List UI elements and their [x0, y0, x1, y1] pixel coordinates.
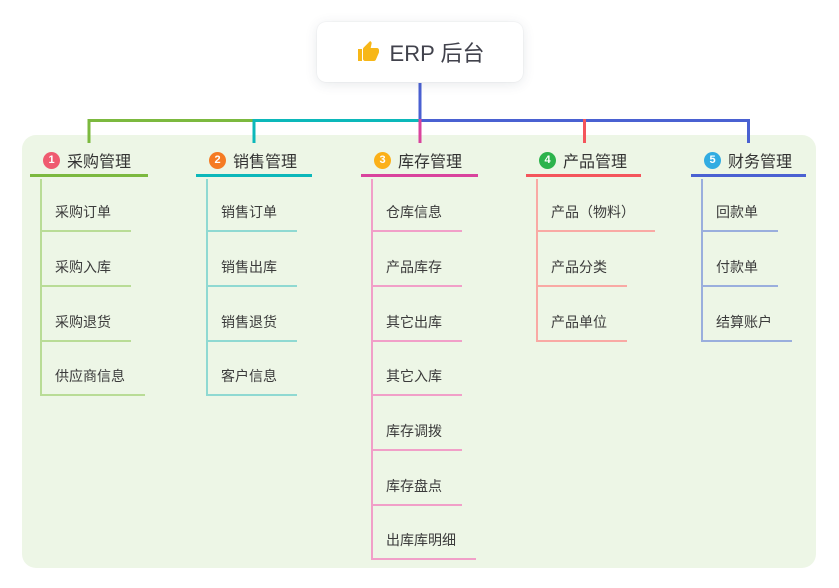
branch-purchase: 1 采购管理 采购订单 采购入库 采购退货 供应商信息 [30, 0, 148, 588]
branch-header-product[interactable]: 4 产品管理 [526, 146, 641, 177]
child-node[interactable]: 销售出库 [206, 253, 297, 287]
child-node[interactable]: 出库库明细 [371, 526, 476, 560]
branch-children-connector [536, 179, 538, 342]
child-node-label: 产品单位 [551, 314, 607, 330]
child-node[interactable]: 销售退货 [206, 308, 297, 342]
branch-number-badge: 3 [374, 151, 391, 169]
branch-number-badge: 5 [704, 151, 721, 169]
thumbs-up-icon [357, 41, 379, 61]
child-node-label: 出库库明细 [386, 532, 456, 548]
branch-number-badge: 4 [539, 151, 556, 169]
child-node-label: 库存盘点 [386, 478, 442, 494]
child-node-label: 采购订单 [55, 204, 111, 220]
root-node-label: ERP 后台 [389, 41, 485, 66]
branch-number-badge: 2 [209, 151, 226, 169]
child-node-label: 销售退货 [221, 314, 277, 330]
child-node[interactable]: 其它入库 [371, 362, 462, 396]
branch-product: 4 产品管理 产品（物料） 产品分类 产品单位 [526, 0, 655, 588]
child-node[interactable]: 结算账户 [701, 308, 792, 342]
root-node[interactable]: ERP 后台 [317, 22, 523, 82]
mindmap-background-panel [22, 135, 816, 568]
branch-header-purchase[interactable]: 1 采购管理 [30, 146, 148, 177]
branch-number-badge: 1 [43, 151, 60, 169]
child-node-label: 产品库存 [386, 259, 442, 275]
branch-header-sales[interactable]: 2 销售管理 [196, 146, 312, 177]
branch-label: 产品管理 [563, 154, 628, 171]
child-node[interactable]: 产品（物料） [536, 198, 655, 232]
child-node-label: 其它出库 [386, 314, 442, 330]
branch-children-connector [371, 179, 373, 560]
child-node[interactable]: 采购订单 [40, 198, 131, 232]
child-node[interactable]: 其它出库 [371, 308, 462, 342]
branch-label: 采购管理 [67, 154, 132, 171]
child-node[interactable]: 供应商信息 [40, 362, 145, 396]
branch-header-inventory[interactable]: 3 库存管理 [361, 146, 478, 177]
child-node-label: 采购入库 [55, 259, 111, 275]
child-node[interactable]: 采购入库 [40, 253, 131, 287]
branch-label: 财务管理 [728, 154, 793, 171]
child-node-label: 其它入库 [386, 368, 442, 384]
branch-children-connector [40, 179, 42, 396]
branch-finance: 5 财务管理 回款单 付款单 结算账户 [691, 0, 806, 588]
branch-label: 销售管理 [233, 154, 298, 171]
child-node[interactable]: 销售订单 [206, 198, 297, 232]
child-node-label: 供应商信息 [55, 368, 125, 384]
child-node[interactable]: 回款单 [701, 198, 778, 232]
child-node[interactable]: 付款单 [701, 253, 778, 287]
branch-header-finance[interactable]: 5 财务管理 [691, 146, 806, 177]
child-node[interactable]: 产品单位 [536, 308, 627, 342]
child-node-label: 产品（物料） [551, 204, 635, 220]
branch-label: 库存管理 [398, 154, 463, 171]
child-node-label: 回款单 [716, 204, 758, 220]
branch-children-connector [206, 179, 208, 396]
child-node[interactable]: 库存调拨 [371, 417, 462, 451]
child-node-label: 采购退货 [55, 314, 111, 330]
child-node[interactable]: 产品分类 [536, 253, 627, 287]
child-node[interactable]: 产品库存 [371, 253, 462, 287]
child-node-label: 客户信息 [221, 368, 277, 384]
branch-sales: 2 销售管理 销售订单 销售出库 销售退货 客户信息 [196, 0, 312, 588]
child-node-label: 仓库信息 [386, 204, 442, 220]
child-node[interactable]: 采购退货 [40, 308, 131, 342]
child-node-label: 结算账户 [716, 314, 772, 330]
child-node-label: 销售出库 [221, 259, 277, 275]
child-node[interactable]: 库存盘点 [371, 472, 462, 506]
child-node[interactable]: 仓库信息 [371, 198, 462, 232]
child-node-label: 库存调拨 [386, 423, 442, 439]
branch-inventory: 3 库存管理 仓库信息 产品库存 其它出库 其它入库 库存调拨 库存盘点 出库库… [361, 0, 478, 588]
child-node-label: 产品分类 [551, 259, 607, 275]
child-node-label: 付款单 [716, 259, 758, 275]
child-node-label: 销售订单 [221, 204, 277, 220]
branch-children-connector [701, 179, 703, 342]
child-node[interactable]: 客户信息 [206, 362, 297, 396]
